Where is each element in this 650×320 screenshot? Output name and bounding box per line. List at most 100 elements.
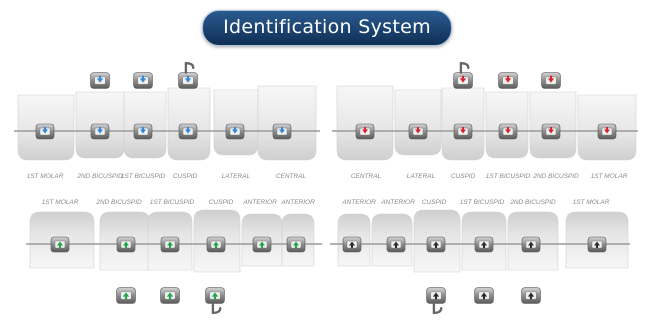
id-mark-icon [415, 129, 421, 134]
id-mark-icon [57, 241, 63, 246]
id-mark-icon [362, 129, 368, 134]
bracket-u-l-central [355, 123, 375, 140]
id-mark-icon [166, 292, 174, 297]
id-mark-icon [480, 292, 488, 297]
bracket-l-r-cuspid-alt [205, 287, 225, 315]
upper-tooth-label: LATERAL [221, 173, 251, 180]
upper-tooth-label: LATERAL [406, 173, 436, 180]
id-mark-icon [259, 241, 265, 246]
bracket-u-r-1st-bicuspid-alt [133, 72, 153, 89]
bracket-l-r-anterior-2 [286, 236, 306, 253]
id-mark-icon [293, 241, 299, 246]
bracket-u-l-1st-bicuspid [498, 123, 518, 140]
upper-tooth-label: CUSPID [450, 173, 476, 180]
lower-tooth-label: 1ST MOLAR [41, 199, 79, 206]
bracket-u-r-2nd-bicuspid [90, 123, 110, 140]
bracket-l-r-cuspid [206, 236, 226, 253]
upper-tooth [336, 85, 394, 161]
bracket-u-l-cuspid-alt [453, 62, 473, 89]
bracket-l-l-1st-bicuspid-alt [474, 287, 494, 304]
bracket-u-r-1st-bicuspid [133, 123, 153, 140]
id-mark-icon [184, 78, 192, 83]
bracket-u-l-lateral [408, 123, 428, 140]
lower-tooth-label: 1ST BICUSPID [149, 199, 195, 206]
lower-tooth-label: 1ST BICUSPID [459, 199, 505, 206]
upper-tooth [213, 89, 259, 156]
id-mark-icon [96, 78, 104, 83]
bracket-u-r-molar [35, 123, 55, 140]
upper-tooth-label: 2ND BICUSPID [77, 173, 123, 180]
upper-tooth-label: 1ST BICUSPID [120, 173, 166, 180]
bracket-u-r-lateral [225, 123, 245, 140]
lower-tooth-label: CUSPID [208, 199, 234, 206]
hook-icon [459, 62, 470, 74]
lower-tooth-label: 2ND BICUSPID [96, 199, 142, 206]
id-mark-icon [594, 241, 600, 246]
id-mark-icon [481, 241, 487, 246]
bracket-u-r-cuspid [178, 123, 198, 140]
id-mark-icon [528, 241, 534, 246]
lower-tooth-label: ANTERIOR [381, 199, 415, 206]
bracket-u-r-2nd-bicuspid-alt [90, 72, 110, 89]
lower-tooth-label: ANTERIOR [342, 199, 376, 206]
bracket-l-l-molar [587, 236, 607, 253]
id-mark-icon [433, 241, 439, 246]
id-mark-icon [140, 129, 146, 134]
id-mark-icon [213, 241, 219, 246]
upper-tooth [394, 89, 442, 156]
id-mark-icon [393, 241, 399, 246]
id-mark-icon [139, 78, 147, 83]
lower-tooth-label: ANTERIOR [281, 199, 315, 206]
lower-tooth-label: CUSPID [421, 199, 447, 206]
hook-icon [184, 62, 195, 74]
id-mark-icon [504, 78, 512, 83]
bracket-l-r-2nd-bicuspid-alt [116, 287, 136, 304]
id-mark-icon [185, 129, 191, 134]
bracket-u-l-1st-bicuspid-alt [498, 72, 518, 89]
upper-tooth-label: CENTRAL [275, 173, 307, 180]
id-mark-icon [432, 292, 440, 297]
bracket-l-r-1st-bicuspid-alt [160, 287, 180, 304]
bracket-l-r-1st-bicuspid [160, 236, 180, 253]
bracket-l-r-2nd-bicuspid [116, 236, 136, 253]
upper-tooth [257, 85, 317, 161]
bracket-u-l-cuspid [453, 123, 473, 140]
upper-tooth-label: 2ND BICUSPID [533, 173, 579, 180]
bracket-l-l-1st-bicuspid [474, 236, 494, 253]
upper-tooth-label: 1ST BICUSPID [485, 173, 531, 180]
id-mark-icon [232, 129, 238, 134]
lower-tooth-label: 2ND BICUSPID [510, 199, 556, 206]
id-mark-icon [211, 292, 219, 297]
page-title: Identification System [223, 16, 431, 38]
upper-tooth-label: CENTRAL [350, 173, 382, 180]
id-mark-icon [505, 129, 511, 134]
bracket-u-l-2nd-bicuspid [541, 123, 561, 140]
bracket-l-r-molar [50, 236, 70, 253]
upper-tooth-label: CUSPID [172, 173, 198, 180]
bracket-l-l-anterior-1 [342, 236, 362, 253]
id-mark-icon [527, 292, 535, 297]
bracket-l-l-2nd-bicuspid [521, 236, 541, 253]
bracket-l-l-cuspid [426, 236, 446, 253]
bracket-u-l-2nd-bicuspid-alt [541, 72, 561, 89]
upper-tooth-label: 1ST MOLAR [590, 173, 628, 180]
id-mark-icon [460, 129, 466, 134]
id-mark-icon [42, 129, 48, 134]
id-mark-icon [279, 129, 285, 134]
id-mark-icon [167, 241, 173, 246]
hook-icon [432, 302, 443, 315]
title-banner: Identification System [202, 10, 452, 46]
bracket-l-l-cuspid-alt [426, 287, 446, 315]
bracket-l-l-anterior-2 [386, 236, 406, 253]
lower-tooth-label: ANTERIOR [243, 199, 277, 206]
bracket-l-l-2nd-bicuspid-alt [521, 287, 541, 304]
bracket-l-r-anterior-1 [252, 236, 272, 253]
bracket-u-r-central [272, 123, 292, 140]
id-mark-icon [604, 129, 610, 134]
upper-tooth-label: 1ST MOLAR [26, 173, 64, 180]
id-mark-icon [547, 78, 555, 83]
id-mark-icon [97, 129, 103, 134]
id-mark-icon [548, 129, 554, 134]
